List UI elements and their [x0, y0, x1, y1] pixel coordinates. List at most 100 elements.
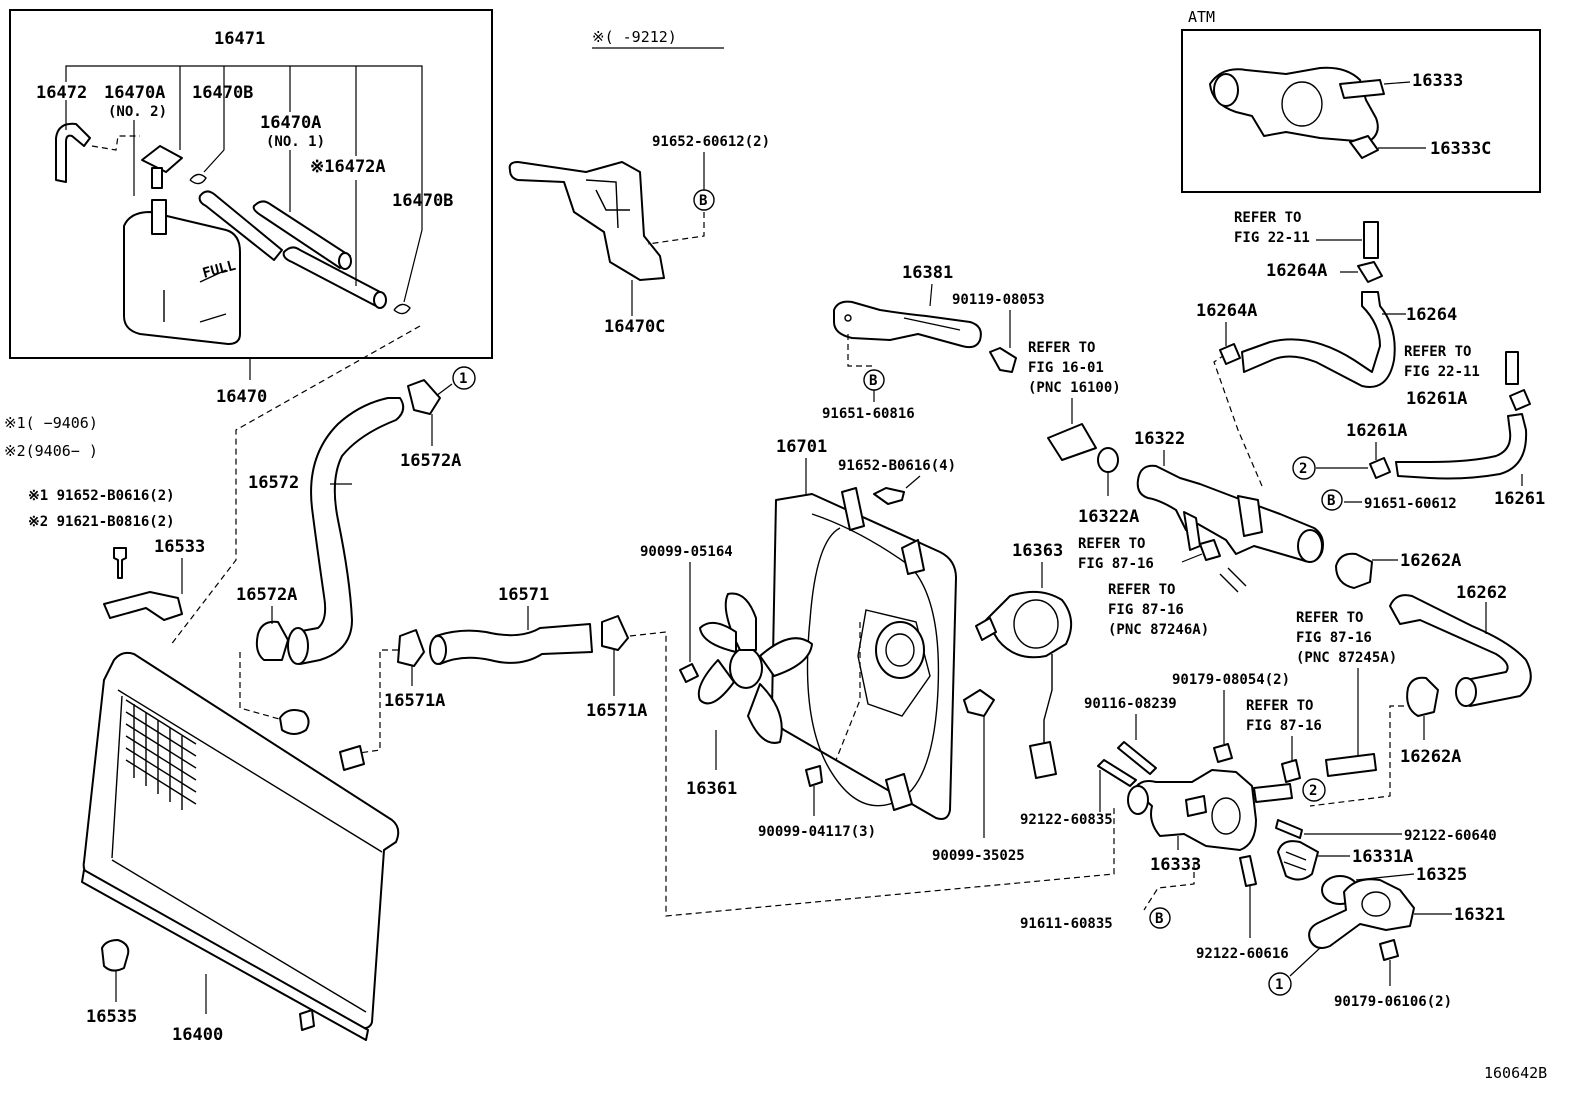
label-16333: 16333 — [1150, 855, 1201, 875]
refer-fig87-16-a2: FIG 87-16 — [1078, 556, 1154, 572]
refer-fig87-16-d2: FIG 87-16 — [1246, 718, 1322, 734]
label-16470A-no2: 16470A — [104, 83, 165, 103]
bolt-90119 — [989, 347, 1017, 373]
label-16321: 16321 — [1454, 905, 1505, 925]
label-90179-08054: 90179-08054(2) — [1172, 672, 1290, 688]
nut-90099-05164 — [679, 663, 699, 683]
label-90119-08053: 90119-08053 — [952, 292, 1045, 308]
label-16262: 16262 — [1456, 583, 1507, 603]
figure-id: 160642B — [1484, 1064, 1547, 1082]
svg-text:B: B — [1327, 493, 1335, 509]
label-90099-04117: 90099-04117(3) — [758, 824, 876, 840]
label-16322: 16322 — [1134, 429, 1185, 449]
clip-87-16 — [1281, 759, 1301, 783]
reservoir-hose-no1 — [198, 190, 283, 261]
pipe-fig22-11-a — [1363, 221, 1379, 259]
label-16571A-left: 16571A — [384, 691, 445, 711]
clamp-16572A-low — [255, 620, 289, 661]
label-no2: (NO. 2) — [108, 104, 167, 120]
label-90116-08239: 90116-08239 — [1084, 696, 1177, 712]
radiator-drain — [299, 1009, 315, 1031]
refer-fig16-01-a: REFER TO — [1028, 340, 1095, 356]
label-16701: 16701 — [776, 437, 827, 457]
label-16333C: 16333C — [1430, 139, 1491, 159]
clamp-16571A-right — [601, 615, 629, 651]
stud-92122-60616 — [1239, 855, 1257, 887]
label-16572A-low: 16572A — [236, 585, 297, 605]
water-inlet-16322 — [1136, 464, 1324, 563]
label-90179-06106: 90179-06106(2) — [1334, 994, 1452, 1010]
pipe-fig22-11-b — [1505, 351, 1519, 385]
atm-group-frame — [1181, 29, 1541, 193]
label-91652-B0616-4: 91652-B0616(4) — [838, 458, 956, 474]
label-92122-60616: 92122-60616 — [1196, 946, 1289, 962]
hose-stub-16100 — [1047, 423, 1097, 461]
clip-90099-35025 — [963, 689, 995, 717]
hose-16264 — [1241, 291, 1396, 388]
label-16325: 16325 — [1416, 865, 1467, 885]
refer-fig87-16-c2: FIG 87-16 — [1296, 630, 1372, 646]
clamp-16262A-low — [1406, 676, 1439, 717]
callout-b-top — [693, 189, 715, 211]
refer-fig87-16-b3: (PNC 87246A) — [1108, 622, 1209, 638]
refer-fig87-16-c3: (PNC 87245A) — [1296, 650, 1397, 666]
label-16572A-top: 16572A — [400, 451, 461, 471]
top-note: ※( -9212) — [592, 28, 677, 46]
label-16261A-mid: 16261A — [1346, 421, 1407, 441]
label-90099-35025: 90099-35025 — [932, 848, 1025, 864]
refer-fig22-11-b1: REFER TO — [1404, 344, 1471, 360]
callout-1-outlet — [1268, 972, 1292, 996]
hose-16571 — [435, 623, 593, 665]
label-16333-atm: 16333 — [1412, 71, 1463, 91]
nut-90179-08054 — [1213, 743, 1233, 763]
label-16262A-top: 16262A — [1400, 551, 1461, 571]
nut-90179-06106 — [1379, 939, 1399, 961]
bolt-16533 — [113, 547, 127, 579]
clamp-16264A-left — [1219, 343, 1241, 365]
clamp-16264A-top — [1357, 261, 1383, 283]
clamp-16571A-left — [397, 629, 425, 667]
radiator-outlet — [339, 745, 365, 771]
bolt-90099-04117 — [805, 765, 823, 787]
radiator-fins — [125, 699, 197, 810]
label-16261: 16261 — [1494, 489, 1545, 509]
label-92122-60640: 92122-60640 — [1404, 828, 1497, 844]
label-16470A-no1: 16470A — [260, 113, 321, 133]
clamp-16572A-top — [407, 379, 441, 415]
hose-16572 — [295, 397, 405, 665]
clamp-16261A-mid — [1369, 457, 1391, 479]
svg-text:B: B — [699, 193, 707, 209]
reservoir-tank — [123, 211, 241, 345]
refer-fig87-16-c1: REFER TO — [1296, 610, 1363, 626]
overflow-hose-16472 — [55, 122, 91, 183]
atm-water-outlet — [1209, 66, 1379, 143]
refer-fig22-11-a1: REFER TO — [1234, 210, 1301, 226]
note-1: ※1( −9406) — [4, 414, 98, 432]
gasket-16322A — [1097, 447, 1119, 473]
leader-16471-bracket — [65, 65, 423, 230]
thermostat-16331A — [1277, 840, 1319, 881]
refer-fig16-01-b: FIG 16-01 — [1028, 360, 1104, 376]
svg-text:2: 2 — [1299, 461, 1307, 477]
fan-motor-16363 — [985, 590, 1073, 659]
callout-b-outlet — [1149, 907, 1171, 929]
label-16322A: 16322A — [1078, 507, 1139, 527]
stud-92122-60835 — [1097, 759, 1137, 787]
stud-90116 — [1117, 741, 1157, 775]
fan-blade-16361 — [697, 592, 813, 744]
bolt-note-2: ※2 91621-B0816(2) — [28, 514, 175, 530]
label-92122-60835: 92122-60835 — [1020, 812, 1113, 828]
radiator-cap — [279, 709, 310, 735]
label-16331A: 16331A — [1352, 847, 1413, 867]
refer-fig22-11-b2: FIG 22-11 — [1404, 364, 1480, 380]
label-16264A-top: 16264A — [1266, 261, 1327, 281]
label-16264: 16264 — [1406, 305, 1457, 325]
label-16472: 16472 — [36, 83, 87, 103]
label-16535: 16535 — [86, 1007, 137, 1027]
label-16470C: 16470C — [604, 317, 665, 337]
refer-fig87-16-d1: REFER TO — [1246, 698, 1313, 714]
mount-cushion-16535 — [101, 939, 130, 972]
label-91651-60816: 91651-60816 — [822, 406, 915, 422]
label-16470B-top: 16470B — [192, 83, 253, 103]
